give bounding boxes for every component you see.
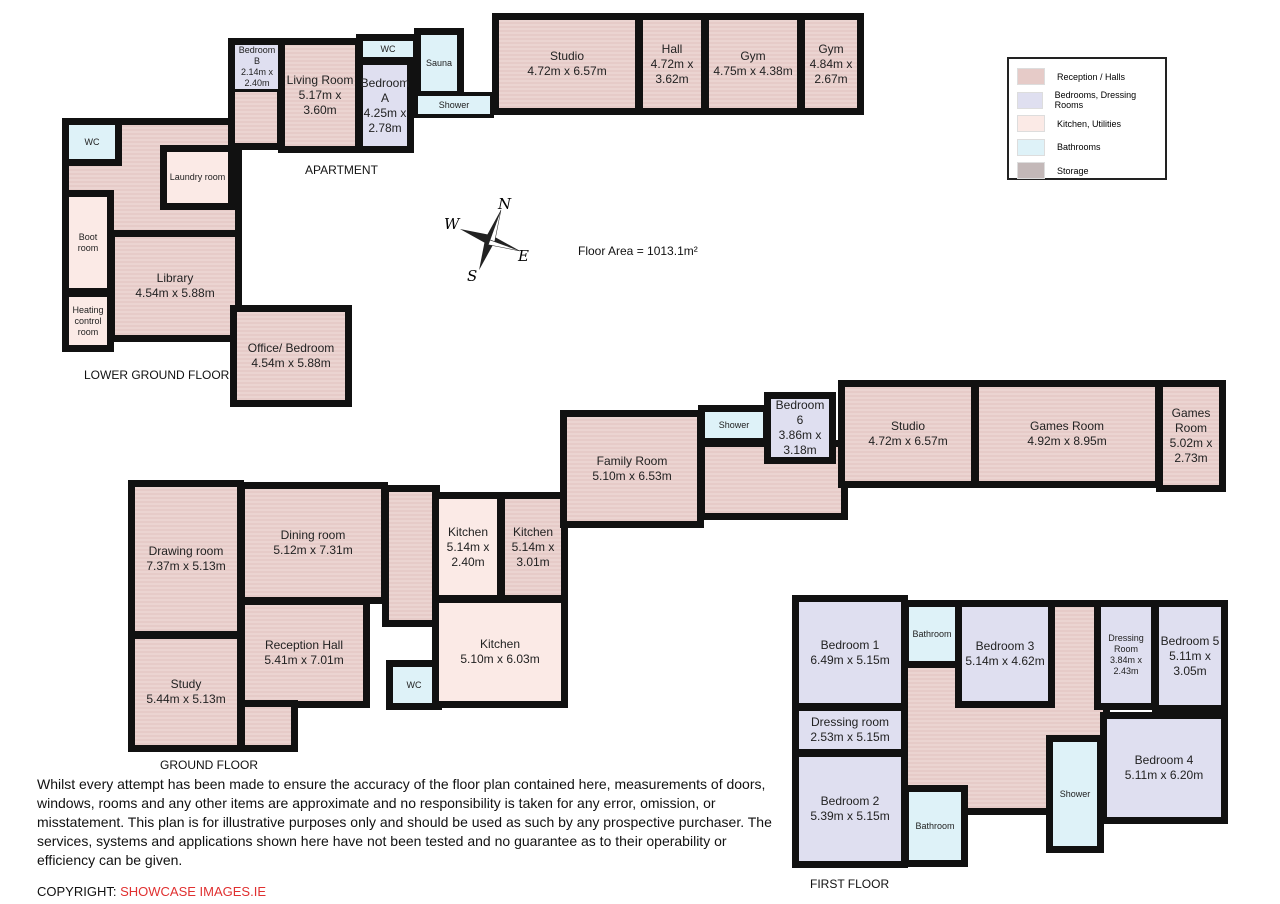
disclaimer: Whilst every attempt has been made to en… <box>37 776 772 868</box>
room-heating-control: Heating control room <box>62 290 114 352</box>
room-shower-first: Shower <box>1046 735 1104 853</box>
room-bathroom-1: Bathroom <box>902 600 962 668</box>
entrance-porch <box>238 700 298 752</box>
first-floor-title: FIRST FLOOR <box>810 877 890 891</box>
legend-item: Bathrooms <box>1017 136 1157 160</box>
legend-item: Kitchen, Utilities <box>1017 112 1157 136</box>
apartment-title: APARTMENT <box>305 163 378 177</box>
copyright-brand: SHOWCASE IMAGES.IE <box>120 884 266 899</box>
room-laundry: Laundry room <box>160 145 235 210</box>
room-wc: WC <box>62 118 122 166</box>
legend-item: Bedrooms, Dressing Rooms <box>1017 89 1157 113</box>
lower-ground-floor-title: LOWER GROUND FLOOR <box>84 368 230 382</box>
ground-floor-title: GROUND FLOOR <box>160 758 259 772</box>
legend: Reception / Halls Bedrooms, Dressing Roo… <box>1007 57 1167 180</box>
compass-icon: N E S W <box>444 195 529 285</box>
room-wc-apartment: WC <box>356 34 420 64</box>
copyright: COPYRIGHT: SHOWCASE IMAGES.IE <box>37 884 266 899</box>
floor-area: Floor Area = 1013.1m² <box>578 244 698 258</box>
room-sauna: Sauna <box>414 28 464 98</box>
legend-item: Reception / Halls <box>1017 65 1157 89</box>
room-shower: Shower <box>414 92 494 118</box>
compass-n: N <box>497 195 512 213</box>
room-bathroom-2: Bathroom <box>902 785 968 867</box>
room-boot: Boot room <box>62 190 114 295</box>
compass-w: W <box>444 215 461 233</box>
legend-item: Storage <box>1017 159 1157 183</box>
room-shower-ground: Shower <box>698 405 770 445</box>
compass-e: E <box>517 247 529 265</box>
compass-s: S <box>467 267 477 285</box>
